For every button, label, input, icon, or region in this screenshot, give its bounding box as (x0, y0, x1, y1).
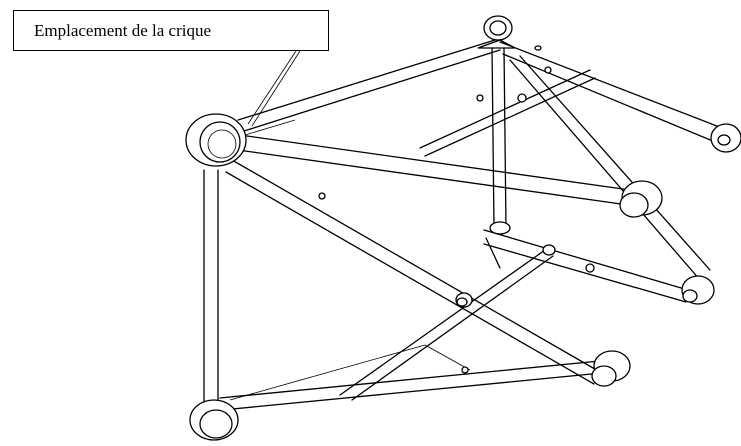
tube-lower-arm (483, 229, 689, 303)
center-crossbar-block (489, 221, 595, 273)
crack-location-label: Emplacement de la crique (13, 10, 329, 51)
tube-cross-main (237, 134, 631, 206)
mid-diagonal-joint (455, 292, 473, 308)
gusset-lines (229, 119, 471, 401)
tube-top-left (237, 39, 501, 132)
small-fittings (318, 45, 552, 374)
tube-bottom (219, 359, 613, 411)
lower-right-eye-bushing (681, 275, 715, 305)
right-cylinder-bushing (619, 180, 663, 218)
tube-lower-diagonal (339, 249, 554, 401)
lower-right-cylinder-bushing (591, 350, 631, 387)
right-eye-bushing (710, 123, 741, 153)
tube-upper-mid (419, 69, 596, 157)
tube-top-right-arm (499, 41, 723, 145)
tube-vertical-center (491, 47, 507, 229)
tube-long-diagonal (225, 159, 601, 385)
tube-short-stub (485, 237, 501, 269)
main-joint-crack-location (185, 113, 247, 167)
top-pivot-bushing (477, 15, 516, 49)
tube-right-diagonal (509, 55, 711, 281)
crack-location-label-text: Emplacement de la crique (34, 20, 211, 40)
bottom-left-bushing (189, 399, 239, 441)
tube-left-vertical (203, 169, 219, 406)
